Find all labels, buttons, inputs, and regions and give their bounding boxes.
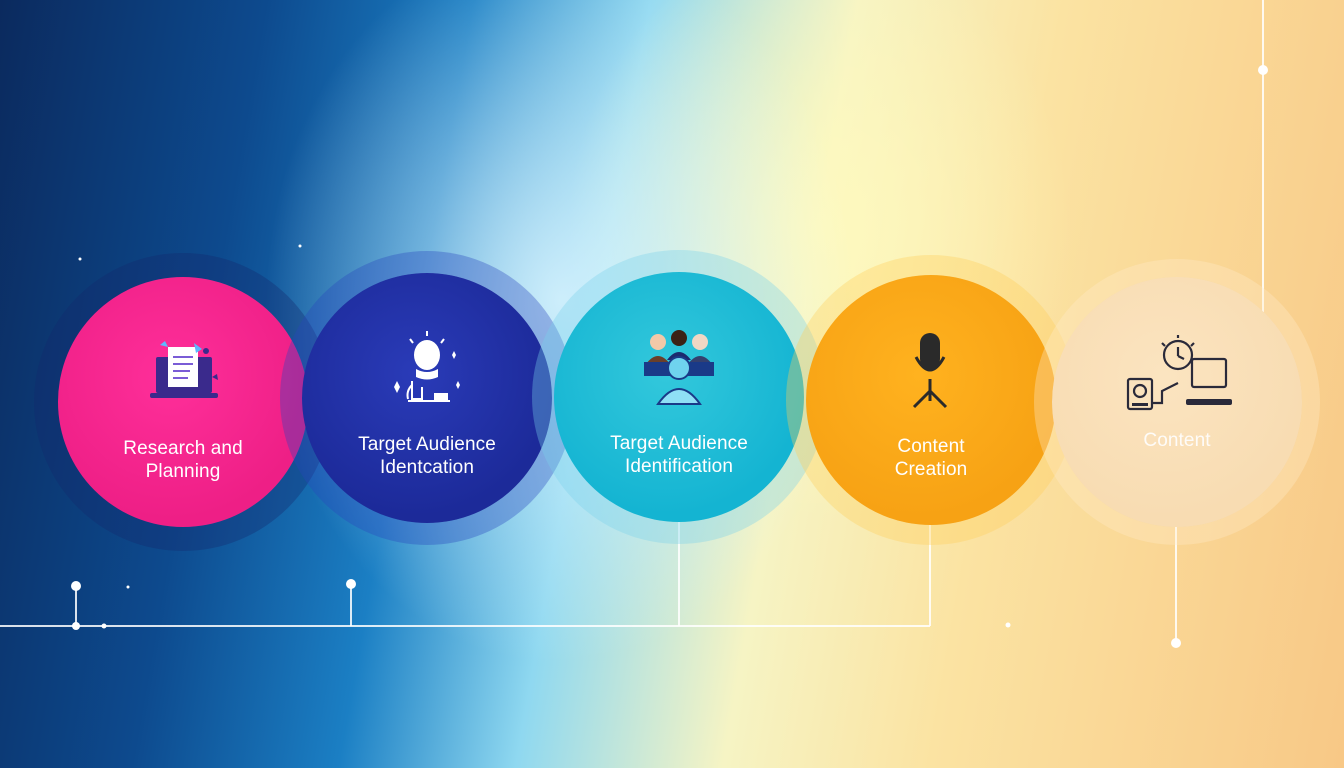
step-content-creation: Content Creation (806, 275, 1056, 525)
step-label: Target Audience Identcation (358, 434, 496, 478)
timeline-node (346, 579, 356, 589)
timeline-node (101, 623, 107, 629)
timeline-node (1005, 622, 1011, 628)
timeline-node (72, 622, 80, 630)
sparkle-dot (78, 257, 82, 261)
step-label: Content Creation (894, 436, 968, 480)
timeline-node (1258, 65, 1268, 75)
step-label: Research and Planning (123, 438, 243, 482)
laptop-document-icon (150, 341, 218, 398)
sparkle-dot (126, 585, 130, 589)
sparkle-dot (298, 244, 302, 248)
step-content: Content (1052, 277, 1302, 527)
group-people-icon (644, 330, 714, 405)
step-research-planning: Research and Planning (58, 277, 308, 527)
microphone-icon (912, 333, 948, 409)
step-target-audience-1: Target Audience Identcation (302, 273, 552, 523)
step-target-audience-2: Target Audience Identification (554, 272, 804, 522)
step-label: Target Audience Identification (610, 433, 748, 477)
lightbulb-person-icon (394, 331, 460, 402)
step-label: Content (1143, 430, 1211, 451)
timeline-node (71, 581, 81, 591)
timeline-node (1171, 638, 1181, 648)
clock-laptop-icon (1126, 335, 1232, 411)
